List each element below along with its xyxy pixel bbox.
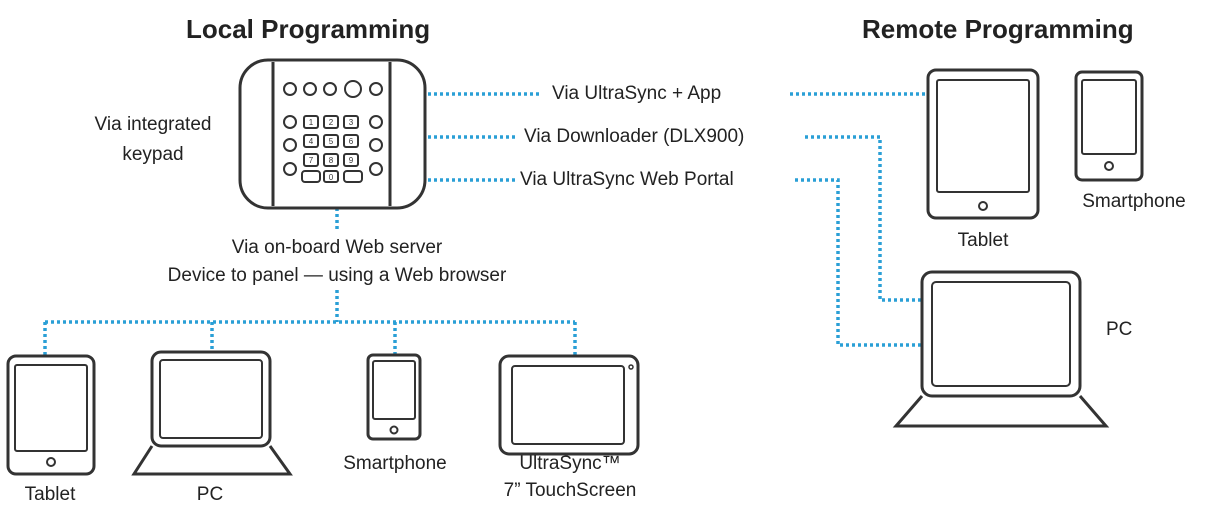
remote-smartphone-icon bbox=[1074, 70, 1144, 182]
local-pc-label: PC bbox=[196, 484, 224, 505]
remote-pc-icon bbox=[892, 270, 1110, 428]
keypad-bottom-row: 0 bbox=[301, 170, 363, 183]
key-4: 4 bbox=[309, 137, 314, 146]
control-panel-icon bbox=[238, 58, 427, 210]
key-9: 9 bbox=[349, 156, 354, 165]
key-2: 2 bbox=[329, 118, 334, 127]
connection-label-app: Via UltraSync + App bbox=[552, 83, 722, 104]
keypad-label-line2: keypad bbox=[122, 144, 184, 165]
key-1: 1 bbox=[309, 118, 314, 127]
local-smartphone-icon bbox=[366, 353, 422, 441]
touchscreen-icon bbox=[498, 354, 640, 456]
connection-label-web-server-line2: Device to panel — using a Web browser bbox=[167, 265, 507, 286]
remote-pc-label: PC bbox=[1106, 319, 1133, 340]
local-tablet-label: Tablet bbox=[24, 484, 76, 505]
key-8: 8 bbox=[329, 156, 334, 165]
connector-downloader bbox=[428, 135, 922, 302]
touchscreen-label-line1: UltraSync™ bbox=[519, 453, 621, 474]
connection-label-web-server-line1: Via on-board Web server bbox=[231, 237, 443, 258]
key-0: 0 bbox=[329, 173, 334, 182]
key-7: 7 bbox=[309, 156, 314, 165]
remote-tablet-icon bbox=[926, 68, 1040, 220]
local-smartphone-label: Smartphone bbox=[343, 453, 447, 474]
connection-label-downloader: Via Downloader (DLX900) bbox=[524, 126, 745, 147]
key-3: 3 bbox=[349, 118, 354, 127]
keypad-buttons bbox=[283, 80, 383, 176]
remote-smartphone-label: Smartphone bbox=[1082, 191, 1186, 212]
local-pc-icon bbox=[131, 350, 293, 476]
connector-web-server bbox=[43, 208, 577, 356]
connector-web-portal bbox=[428, 178, 922, 347]
connection-label-web-portal: Via UltraSync Web Portal bbox=[520, 169, 734, 190]
local-tablet-icon bbox=[6, 354, 96, 476]
key-5: 5 bbox=[329, 137, 334, 146]
heading-remote-programming: Remote Programming bbox=[862, 14, 1134, 44]
remote-tablet-label: Tablet bbox=[957, 230, 1009, 251]
heading-local-programming: Local Programming bbox=[186, 14, 431, 44]
keypad-label-line1: Via integrated bbox=[94, 114, 212, 135]
touchscreen-label-line2: 7” TouchScreen bbox=[503, 480, 637, 501]
keypad-digits: 1 2 3 4 5 6 7 8 9 bbox=[309, 118, 354, 165]
key-6: 6 bbox=[349, 137, 354, 146]
